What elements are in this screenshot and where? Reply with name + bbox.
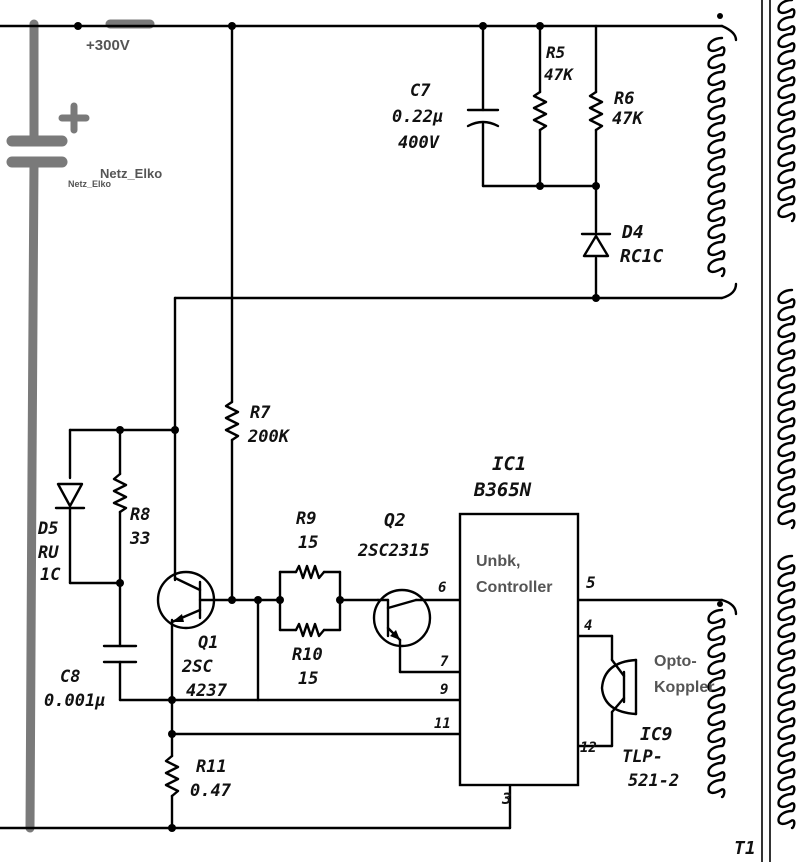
pin-7: 7	[440, 654, 449, 670]
pin-12: 12	[580, 740, 597, 756]
resistor-r11	[164, 754, 180, 798]
controller-label-2: Controller	[476, 579, 552, 596]
label-c8-value: 0.001µ	[44, 691, 105, 711]
label-c7-value: 0.22µ	[392, 107, 443, 127]
capacitor-c7	[466, 108, 500, 128]
label-r8-value: 33	[129, 529, 150, 549]
label-d4: D4	[621, 222, 644, 243]
component-labels: C7 0.22µ 400V R5 47K R6 47K D4 RC1C R7 2…	[37, 43, 756, 859]
ic-pin-numbers: 6 7 9 11 5 4 12 3	[434, 573, 597, 808]
label-r5: R5	[546, 43, 565, 62]
label-r9-value: 15	[298, 533, 318, 553]
label-t1: T1	[734, 838, 756, 859]
ic1-box	[458, 512, 580, 787]
overlay-annotations: +300V Netz_Elko Netz_Elko Unbk, Controll…	[68, 37, 714, 696]
label-ic9-value1: TLP-	[622, 747, 663, 767]
label-r8: R8	[130, 505, 150, 525]
transistor-q1	[156, 570, 216, 630]
label-d5-value1: RU	[38, 543, 59, 563]
label-r11: R11	[196, 757, 227, 777]
pin-6: 6	[438, 580, 446, 596]
netz-elko-small-label: Netz_Elko	[68, 179, 112, 189]
junctions	[74, 13, 723, 832]
capacitor-c8	[102, 644, 138, 664]
opto-label-2: Koppler	[654, 679, 714, 696]
netz-elko-label: Netz_Elko	[100, 166, 162, 181]
label-q2-value: 2SC2315	[357, 541, 430, 561]
opto-label-1: Opto-	[654, 653, 697, 670]
label-q1: Q1	[198, 633, 218, 653]
label-r10-value: 15	[298, 669, 318, 689]
label-r10: R10	[292, 645, 323, 665]
label-r7: R7	[250, 403, 271, 423]
diode-d4	[580, 232, 612, 258]
netz-elko-overlay	[6, 19, 155, 833]
resistor-r8	[112, 472, 128, 514]
pin-4: 4	[584, 618, 592, 634]
diode-d5	[54, 482, 86, 510]
resistor-r5	[532, 90, 548, 132]
label-ic1: IC1	[492, 453, 526, 475]
label-ic1-value: B365N	[473, 479, 532, 501]
label-q2: Q2	[384, 510, 406, 531]
label-d5-value2: 1C	[40, 565, 61, 585]
optocoupler-ic9	[600, 658, 638, 716]
label-q1-value1: 2SC	[181, 657, 213, 677]
label-d5: D5	[37, 519, 58, 539]
pin-11: 11	[434, 716, 451, 732]
pin-9: 9	[440, 682, 448, 698]
resistor-r7	[224, 400, 240, 442]
label-c7: C7	[410, 81, 431, 101]
supply-label: +300V	[86, 37, 130, 54]
resistor-r9	[294, 564, 326, 580]
label-r9: R9	[296, 509, 316, 529]
label-d4-value: RC1C	[620, 246, 664, 267]
controller-label-1: Unbk,	[476, 553, 520, 570]
resistor-r10	[294, 622, 326, 638]
label-r6: R6	[614, 89, 634, 109]
label-r6-value: 47K	[612, 109, 644, 129]
resistor-r6	[588, 90, 604, 132]
label-c8: C8	[60, 667, 80, 687]
label-r5-value: 47K	[544, 65, 574, 84]
pin-3: 3	[501, 789, 512, 808]
label-r7-value: 200K	[247, 427, 291, 447]
pin-5: 5	[586, 573, 596, 592]
label-c7-rating: 400V	[398, 133, 440, 153]
label-ic9-value2: 521-2	[628, 771, 679, 791]
label-ic9: IC9	[640, 724, 673, 745]
label-q1-value2: 4237	[186, 681, 228, 701]
wires	[0, 0, 771, 862]
transformer-t1	[707, 0, 796, 830]
label-r11-value: 0.47	[190, 781, 232, 801]
transistor-q2	[372, 588, 432, 648]
